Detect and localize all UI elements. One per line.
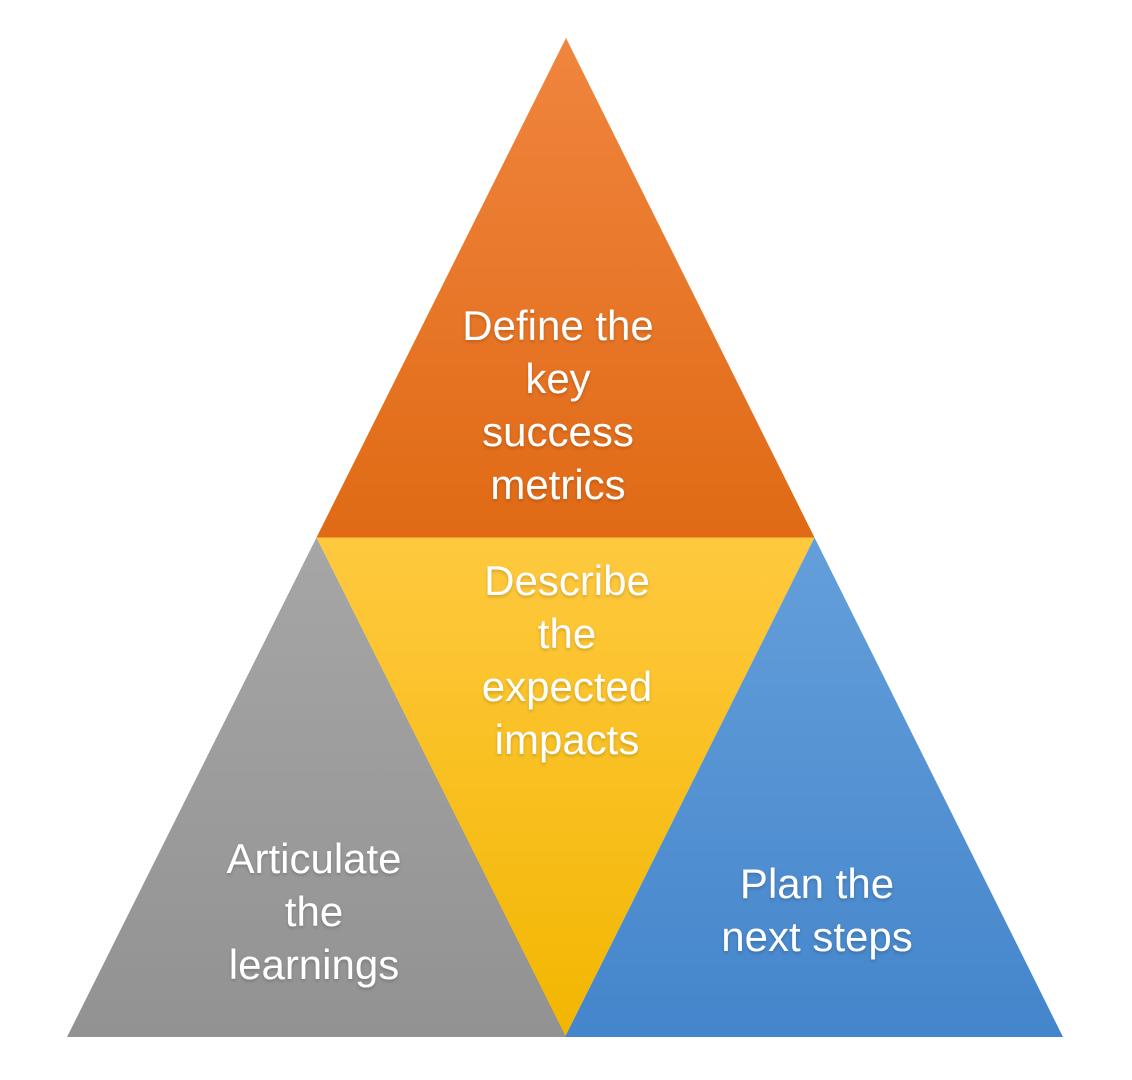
segment-bottom-right-shape — [565, 537, 1063, 1037]
segment-bottom-left-shape — [67, 537, 566, 1037]
segment-middle-shape — [316, 537, 815, 1037]
segment-top-shape — [316, 38, 815, 538]
